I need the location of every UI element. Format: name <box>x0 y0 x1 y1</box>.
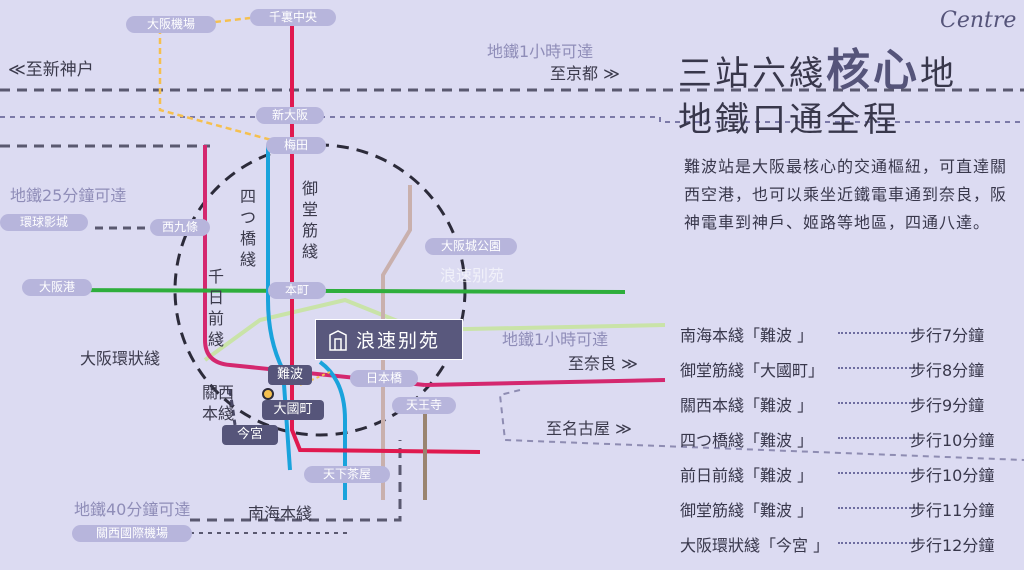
label-sennichimae: 千日前綫 <box>207 267 224 349</box>
label-to-nara: 至奈良 ≫ <box>568 354 638 373</box>
loop-line <box>203 297 666 362</box>
route-walk-time: 步行9分鐘 <box>910 396 985 415</box>
route-line-name: 前日前綫「難波 」 <box>680 466 814 485</box>
route-walk-time: 步行12分鐘 <box>910 536 995 555</box>
route-item: 御堂筋綫「大國町」 步行8分鐘 <box>680 357 1020 381</box>
route-line-name: 四つ橋綫「難波 」 <box>680 431 814 450</box>
title-part1: 三站六綫 <box>678 54 826 94</box>
airport-bus-route <box>158 28 291 147</box>
label-nara-time: 地鐵1小時可達 <box>502 330 609 349</box>
route-item: 御堂筋綫「難波 」 步行11分鐘 <box>680 497 1020 521</box>
title-part3: 地 <box>920 54 957 94</box>
chuo-line <box>39 288 626 294</box>
route-dots <box>838 437 918 439</box>
station-universal[interactable]: 環球影城 <box>0 214 88 231</box>
title-part2: 核心 <box>826 45 920 96</box>
route-dots <box>838 332 918 334</box>
kansai-line <box>424 378 666 387</box>
station-nipponbashi[interactable]: 日本橋 <box>350 370 418 387</box>
label-to-kyoto: 至京都 ≫ <box>550 64 620 83</box>
route-dots <box>838 507 918 509</box>
watermark: 浪速别苑 <box>440 266 505 285</box>
route-dots <box>838 542 918 544</box>
route-walk-time: 步行11分鐘 <box>910 501 995 520</box>
building-logo-icon <box>329 329 347 351</box>
route-line-name: 御堂筋綫「大國町」 <box>680 361 825 380</box>
label-to-shin-kobe: ≪至新神户 <box>8 60 94 80</box>
station-daikokucho[interactable]: 大國町 <box>262 400 324 420</box>
station-osakajo-koen[interactable]: 大阪城公園 <box>425 238 517 255</box>
region-boundary-kyoto <box>0 116 1024 123</box>
station-tennoji[interactable]: 天王寺 <box>392 397 456 414</box>
title-script: Centre <box>940 8 1017 33</box>
route-walk-time: 步行7分鐘 <box>910 326 985 345</box>
route-line-name: 大阪環狀綫「今宮 」 <box>680 536 830 555</box>
route-walk-time: 步行10分鐘 <box>910 466 995 485</box>
route-item: 四つ橋綫「難波 」 步行10分鐘 <box>680 427 1020 451</box>
page-subtitle: 地鐵口通全程 <box>678 100 900 140</box>
label-nankai-line: 南海本綫 <box>248 504 313 523</box>
label-to-nagoya: 至名古屋 ≫ <box>546 419 632 438</box>
route-item: 前日前綫「難波 」 步行10分鐘 <box>680 462 1020 486</box>
yotsubashi-line <box>266 145 292 471</box>
kansai-main-dashed <box>228 389 237 426</box>
route-item: 南海本綫「難波 」 步行7分鐘 <box>680 322 1020 346</box>
station-senri-chuo[interactable]: 千裏中央 <box>250 9 336 26</box>
label-midosuji: 御堂筋綫 <box>301 179 318 261</box>
route-walk-time: 步行8分鐘 <box>910 361 985 380</box>
station-kansai-airport[interactable]: 關西國際機場 <box>72 525 192 542</box>
airport-region-boundary <box>190 440 402 522</box>
route-line-name: 關西本綫「難波 」 <box>680 396 814 415</box>
sennichimae-line <box>203 145 426 387</box>
station-honmachi[interactable]: 本町 <box>268 282 326 299</box>
senri-connector <box>214 16 251 24</box>
label-airport-time: 地鐵40分鐘可達 <box>74 500 191 519</box>
midosuji-line <box>290 20 481 454</box>
station-umeda[interactable]: 梅田 <box>266 137 326 154</box>
route-walk-time: 步行10分鐘 <box>910 431 995 450</box>
label-kyoto-time: 地鐵1小時可達 <box>487 42 594 61</box>
station-shin-osaka[interactable]: 新大阪 <box>256 107 324 124</box>
page-title: 三站六綫核心地 <box>678 34 957 98</box>
property-brand-box[interactable]: 浪速别苑 <box>315 319 463 360</box>
station-tengachaya[interactable]: 天下茶屋 <box>304 466 390 483</box>
property-name: 浪速别苑 <box>356 330 441 352</box>
nankai-line <box>318 360 347 500</box>
route-dots <box>838 472 918 474</box>
route-dots <box>838 367 918 369</box>
description: 難波站是大阪最核心的交通樞紐，可直達關西空港，也可以乘坐近鐵電車通到奈良，阪神電… <box>684 157 1008 232</box>
route-line-name: 御堂筋綫「難波 」 <box>680 501 814 520</box>
station-imamiya[interactable]: 今宮 <box>222 425 278 445</box>
station-nishikujo[interactable]: 西九條 <box>150 219 210 236</box>
label-kansai-line: 關西本綫 <box>201 383 234 423</box>
label-loop-line: 大阪環狀綫 <box>80 349 161 368</box>
station-namba[interactable]: 難波 <box>268 365 312 385</box>
property-dot <box>262 388 274 400</box>
route-item: 大阪環狀綫「今宮 」 步行12分鐘 <box>680 532 1020 556</box>
station-osaka-airport[interactable]: 大阪機場 <box>126 16 216 33</box>
label-yotsubashi: 四つ橋綫 <box>239 187 256 269</box>
route-dots <box>838 402 918 404</box>
label-universal-time: 地鐵25分鐘可達 <box>10 186 127 205</box>
kintetsu-line <box>381 185 412 500</box>
station-osaka-port[interactable]: 大阪港 <box>22 279 92 296</box>
route-line-name: 南海本綫「難波 」 <box>680 326 814 345</box>
route-item: 關西本綫「難波 」 步行9分鐘 <box>680 392 1020 416</box>
